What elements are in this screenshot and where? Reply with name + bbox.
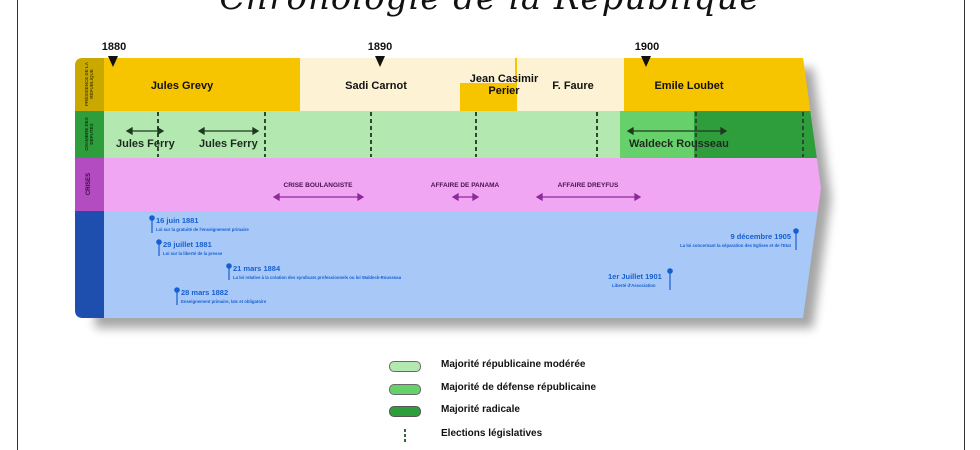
side-presidence <box>75 58 104 111</box>
president-grevy-bar <box>104 58 300 111</box>
president-faure-bar <box>517 58 624 111</box>
law-description: La loi concernant la séparation des Egli… <box>680 243 791 248</box>
law-pin <box>667 268 673 274</box>
law-date: 1er Juillet 1901 <box>608 272 662 281</box>
president-label-grevy: Jules Grevy <box>150 80 214 92</box>
frame-left-border <box>17 0 18 450</box>
law-description: La loi relative à la création des syndic… <box>233 275 402 280</box>
crisis-label-boulangiste: CRISE BOULANGISTE <box>283 182 353 189</box>
side-crises <box>75 158 104 211</box>
president-label-faure: F. Faure <box>552 80 594 92</box>
side-label-chambre: CHAMBRE DES DÉPUTÉS <box>84 117 94 151</box>
year-marker-1900 <box>641 56 651 67</box>
crisis-label-panama: AFFAIRE DE PANAMA <box>430 182 500 189</box>
law-pin <box>174 287 180 293</box>
year-label-1900: 1900 <box>634 41 660 53</box>
deputy-label: Jules Ferry <box>199 138 258 150</box>
deputy-label: Jules Ferry <box>116 138 175 150</box>
year-marker-1890 <box>375 56 385 67</box>
legend-label-moderee: Majorité républicaine modérée <box>441 359 586 370</box>
legend-swatch-moderee <box>389 361 421 372</box>
legend-swatch-defense <box>389 384 421 395</box>
year-marker-1880 <box>108 56 118 67</box>
law-pin <box>156 239 162 245</box>
side-label-crises: CRISES <box>86 172 92 196</box>
legend-label-elections: Elections législatives <box>441 428 543 439</box>
legend-label-defense: Majorité de défense républicaine <box>441 382 597 393</box>
page-title: Chronologie de la République <box>0 0 980 18</box>
law-description: Enseignement primaire, laïc et obligatoi… <box>181 299 267 304</box>
side-lois <box>75 211 104 318</box>
side-label-presidence: PRÉSIDENCE DE LA RÉPUBLIQUE <box>84 62 94 107</box>
president-loubet-bar <box>624 58 821 111</box>
row-crises-bg <box>75 158 821 211</box>
legend-swatch-radicale <box>389 406 421 417</box>
law-date: 21 mars 1884 <box>233 264 281 273</box>
law-description: Loi sur la gratuité de l'enseignement pr… <box>156 227 249 232</box>
law-pin <box>226 263 232 269</box>
law-pin <box>149 215 155 221</box>
law-date: 16 juin 1881 <box>156 216 199 225</box>
row-lois-bg <box>75 211 821 318</box>
legend-label-radicale: Majorité radicale <box>441 404 520 415</box>
frame-right-border <box>964 0 965 450</box>
law-description: Liberté d'Association <box>612 283 656 288</box>
year-label-1880: 1880 <box>101 41 127 53</box>
side-chambre <box>75 111 104 158</box>
law-date: 29 juillet 1881 <box>163 240 212 249</box>
president-label-perier: Jean Casimir Perier <box>469 73 539 97</box>
president-perier-split <box>460 58 515 83</box>
deputy-label: Waldeck Rousseau <box>629 138 729 150</box>
president-label-carnot: Sadi Carnot <box>345 80 407 92</box>
president-label-loubet: Emile Loubet <box>654 80 724 92</box>
crisis-label-dreyfus: AFFAIRE DREYFUS <box>557 182 619 189</box>
law-pin <box>793 228 799 234</box>
year-label-1890: 1890 <box>367 41 393 53</box>
law-date: 28 mars 1882 <box>181 288 229 297</box>
law-description: Loi sur la liberté de la presse <box>163 251 223 256</box>
majority-radical-band <box>694 111 821 158</box>
law-date: 9 décembre 1905 <box>730 232 791 241</box>
majority-defense-band <box>620 111 694 158</box>
